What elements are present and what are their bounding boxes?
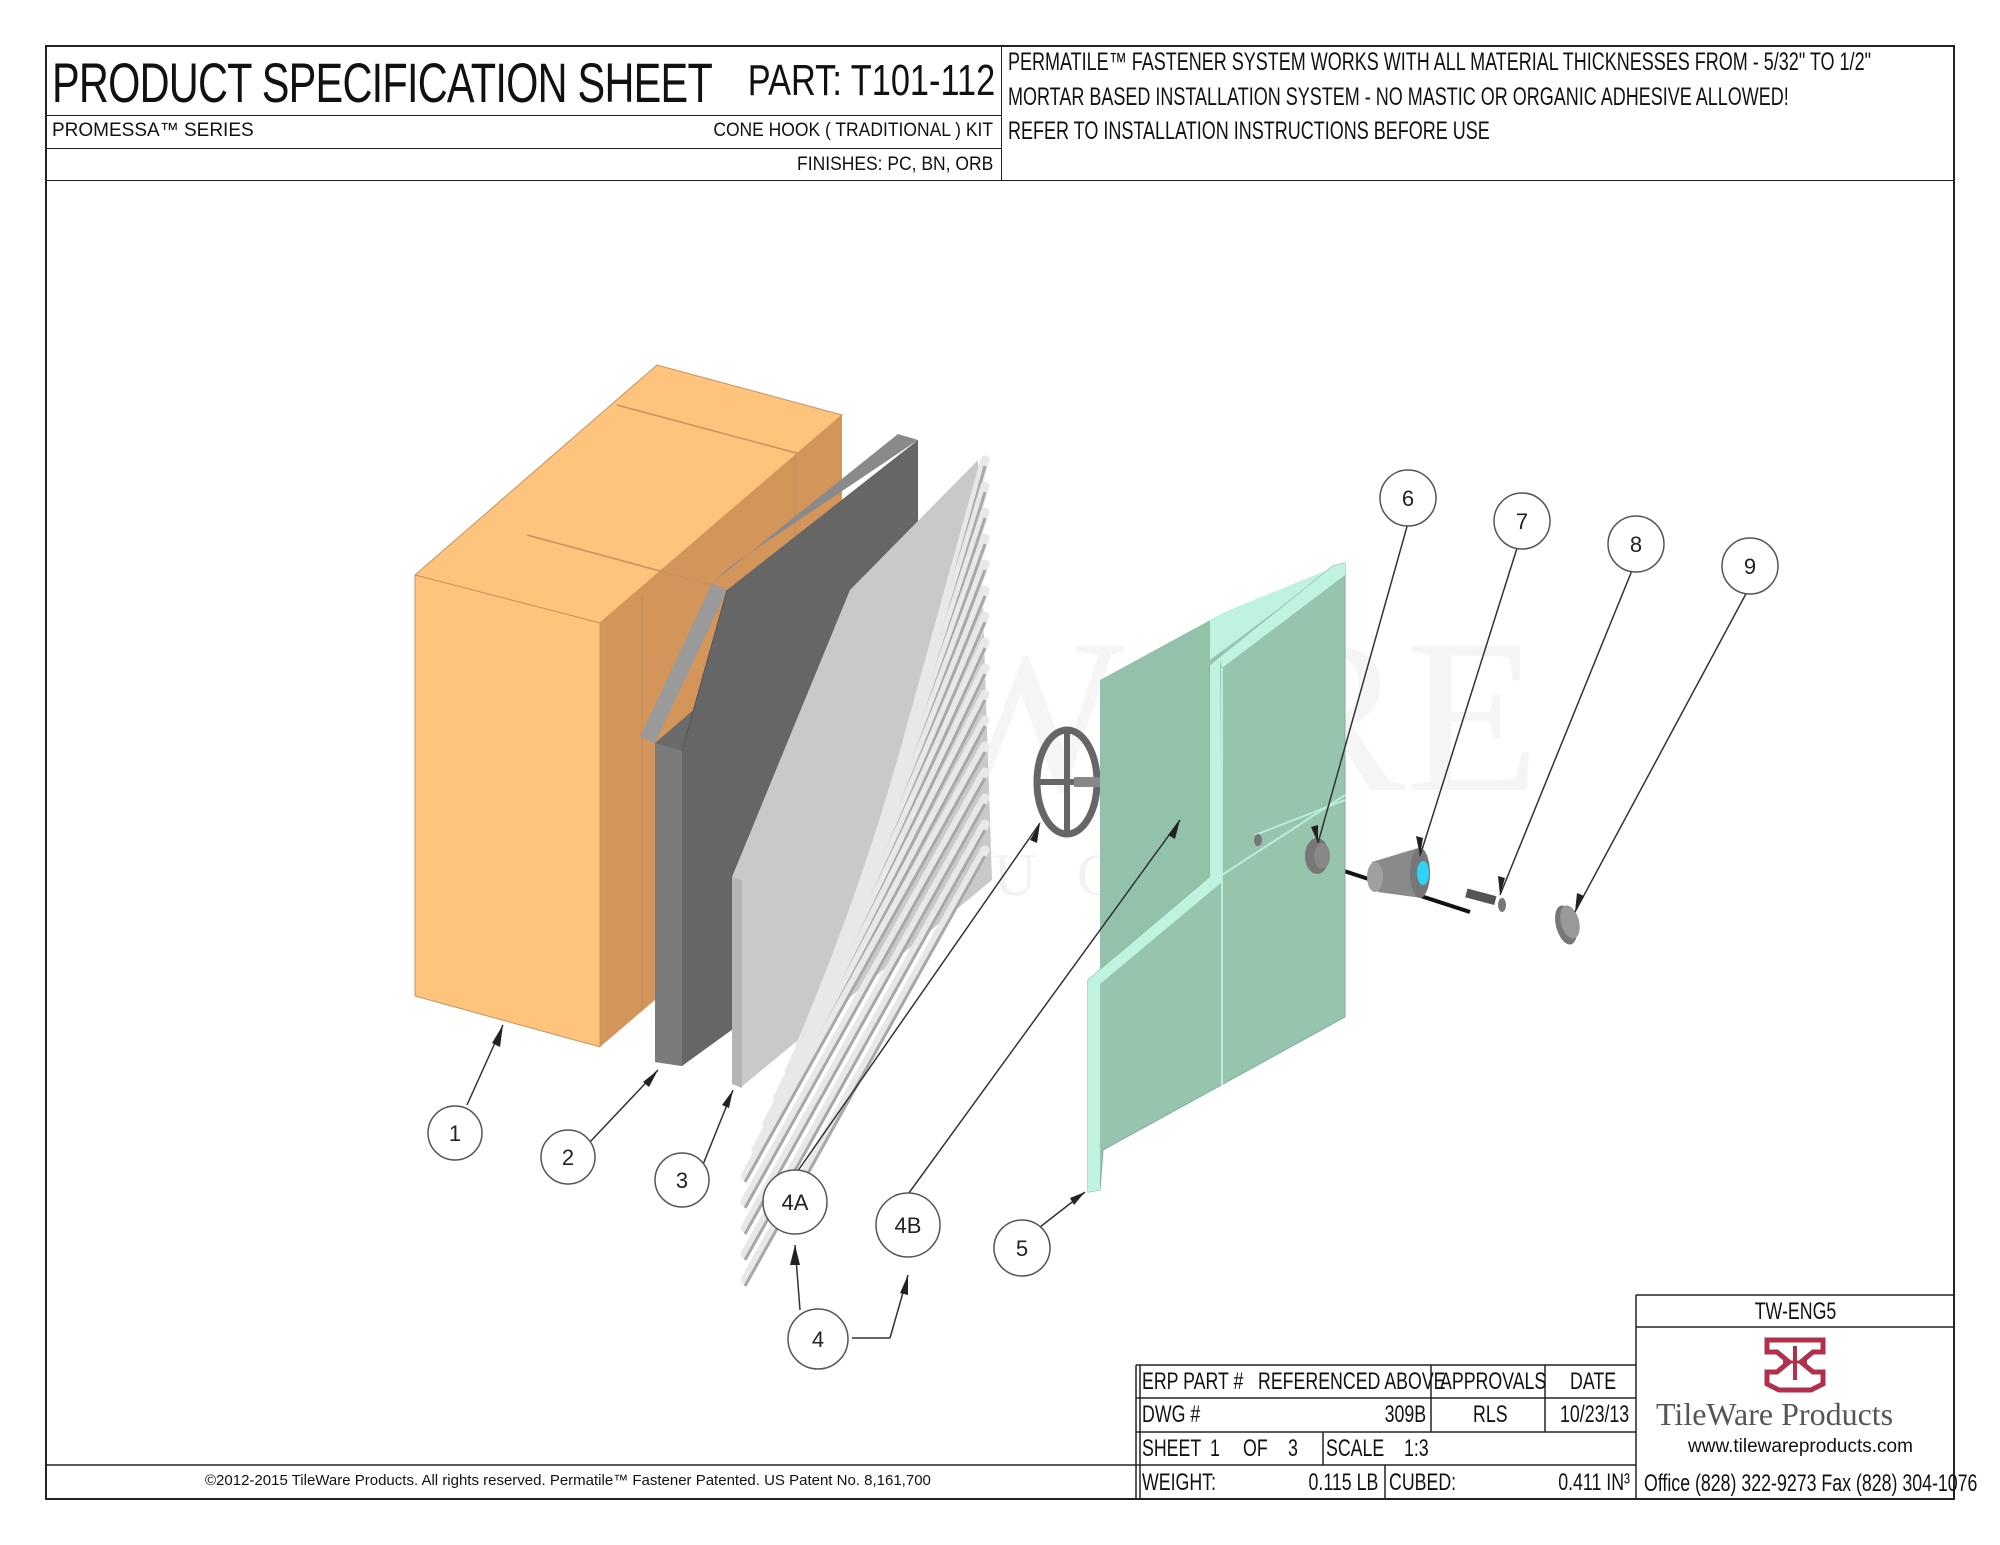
- dwg-label: DWG #: [1142, 1401, 1201, 1428]
- note-instructions: REFER TO INSTALLATION INSTRUCTIONS BEFOR…: [1008, 117, 1490, 145]
- washer: [1305, 838, 1330, 874]
- callout-label: 7: [1516, 509, 1528, 534]
- weight-label: WEIGHT:: [1142, 1469, 1216, 1496]
- callout-label: 9: [1744, 554, 1756, 579]
- callout-label: 6: [1402, 486, 1414, 511]
- finishes: FINISHES: PC, BN, ORB: [796, 154, 993, 175]
- callout-bubble: [1493, 492, 1551, 550]
- dwg-value: 309B: [1384, 1401, 1426, 1428]
- kit-name: CONE HOOK ( TRADITIONAL ) KIT: [713, 120, 993, 141]
- callout-label: 2: [562, 1145, 574, 1170]
- membrane-rib: [751, 715, 990, 1155]
- hook-cap: [1555, 905, 1580, 945]
- scale-value: 1:3: [1404, 1435, 1429, 1462]
- callout-label: 5: [1016, 1236, 1028, 1261]
- cone: [1367, 848, 1430, 898]
- membrane-rib: [740, 767, 990, 1207]
- erp-value: REFERENCED ABOVE: [1258, 1368, 1446, 1395]
- approvals-value: RLS: [1473, 1401, 1508, 1428]
- callout-bubble: [762, 1169, 828, 1235]
- callout-label: 3: [676, 1168, 688, 1193]
- sheet-title: PRODUCT SPECIFICATION SHEET: [52, 51, 713, 114]
- callout-bubble: [993, 1219, 1051, 1277]
- erp-label: ERP PART #: [1142, 1368, 1244, 1395]
- header-divider: [1001, 45, 1002, 180]
- copyright-notice: ©2012-2015 TileWare Products. All rights…: [205, 1472, 931, 1489]
- set-screw: [1465, 888, 1506, 912]
- header-bottom-border: [45, 180, 1955, 181]
- callout-bubble: [1379, 469, 1437, 527]
- membrane-rib-shadow: [743, 777, 987, 1209]
- callout-label: 4B: [895, 1213, 922, 1238]
- company-name: TileWare Products: [1656, 1396, 1894, 1432]
- membrane-rib-shadow: [743, 803, 987, 1235]
- scale-label: SCALE: [1326, 1435, 1385, 1462]
- membrane-rib: [740, 793, 990, 1233]
- series-name: PROMESSA™ SERIES: [52, 120, 254, 141]
- callout-bubble: [540, 1129, 596, 1185]
- note-thickness: PERMATILE™ FASTENER SYSTEM WORKS WITH AL…: [1008, 48, 1871, 76]
- note-mortar: MORTAR BASED INSTALLATION SYSTEM - NO MA…: [1008, 83, 1789, 111]
- tileware-logo-icon: [1764, 1337, 1826, 1393]
- leader-arrowheads: [492, 820, 1584, 1295]
- title-block-grid: [45, 1294, 1955, 1500]
- callout-bubble: [875, 1192, 941, 1258]
- sheet-number: 1: [1210, 1435, 1220, 1462]
- membrane-rib: [740, 741, 990, 1181]
- callout-label: 4A: [782, 1190, 809, 1215]
- weight-value: 0.115 LB: [1308, 1469, 1378, 1496]
- date-label: DATE: [1570, 1368, 1617, 1395]
- callout-bubble: [1607, 515, 1665, 573]
- callout-bubble: [654, 1152, 710, 1208]
- hook-disc: [1033, 726, 1112, 838]
- tile-panel: [1087, 562, 1346, 1193]
- doc-code: TW-ENG5: [1754, 1298, 1837, 1325]
- part-number: PART: T101-112: [747, 56, 995, 105]
- callout-label: 8: [1630, 532, 1642, 557]
- sheet-of-label: OF: [1243, 1435, 1268, 1462]
- approvals-label: APPROVALS: [1440, 1368, 1547, 1395]
- spec-sheet-border: [45, 45, 1955, 1500]
- sheet-total: 3: [1288, 1435, 1298, 1462]
- company-url: www.tilewareproducts.com: [1688, 1436, 1913, 1457]
- callout-bubble: [787, 1308, 849, 1370]
- header-divider: [45, 148, 1001, 149]
- header-divider: [45, 115, 1001, 116]
- callout-label: 4: [812, 1327, 824, 1352]
- callout-bubble: [427, 1105, 483, 1161]
- cubed-label: CUBED:: [1389, 1469, 1457, 1496]
- date-value: 10/23/13: [1560, 1401, 1630, 1428]
- callout-bubble: [1721, 537, 1779, 595]
- uncoupling-membrane: [732, 455, 992, 1287]
- sheet-label: SHEET: [1142, 1435, 1202, 1462]
- callout-label: 1: [449, 1121, 461, 1146]
- cubed-value: 0.411 IN³: [1558, 1469, 1630, 1496]
- company-phone: Office (828) 322-9273 Fax (828) 304-1076: [1644, 1470, 1978, 1497]
- membrane-rib-shadow: [743, 751, 987, 1183]
